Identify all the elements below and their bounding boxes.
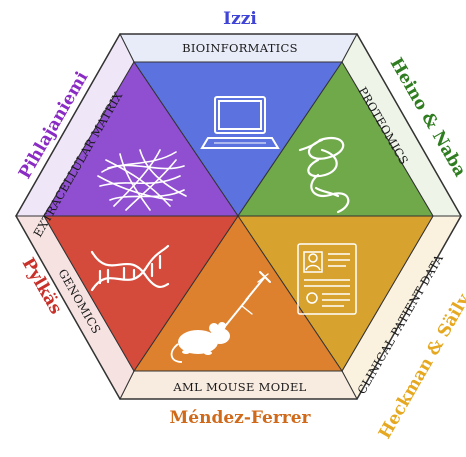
dna-icon [90, 244, 170, 292]
hexagon-outline [15, 33, 462, 400]
laptop-icon [200, 96, 280, 149]
label-bioinformatics: BIOINFORMATICS [182, 41, 298, 55]
person-mendez-ferrer: Méndez-Ferrer [169, 408, 311, 428]
segment-ecm [43, 61, 239, 217]
person-izzi: Izzi [223, 9, 257, 29]
mouse-syringe-icon [170, 271, 271, 363]
label-mouse-model: AML MOUSE MODEL [172, 380, 306, 394]
patient-record-icon [297, 243, 357, 315]
fiber-network-icon [97, 149, 187, 211]
protein-ribbon-icon [298, 137, 350, 214]
